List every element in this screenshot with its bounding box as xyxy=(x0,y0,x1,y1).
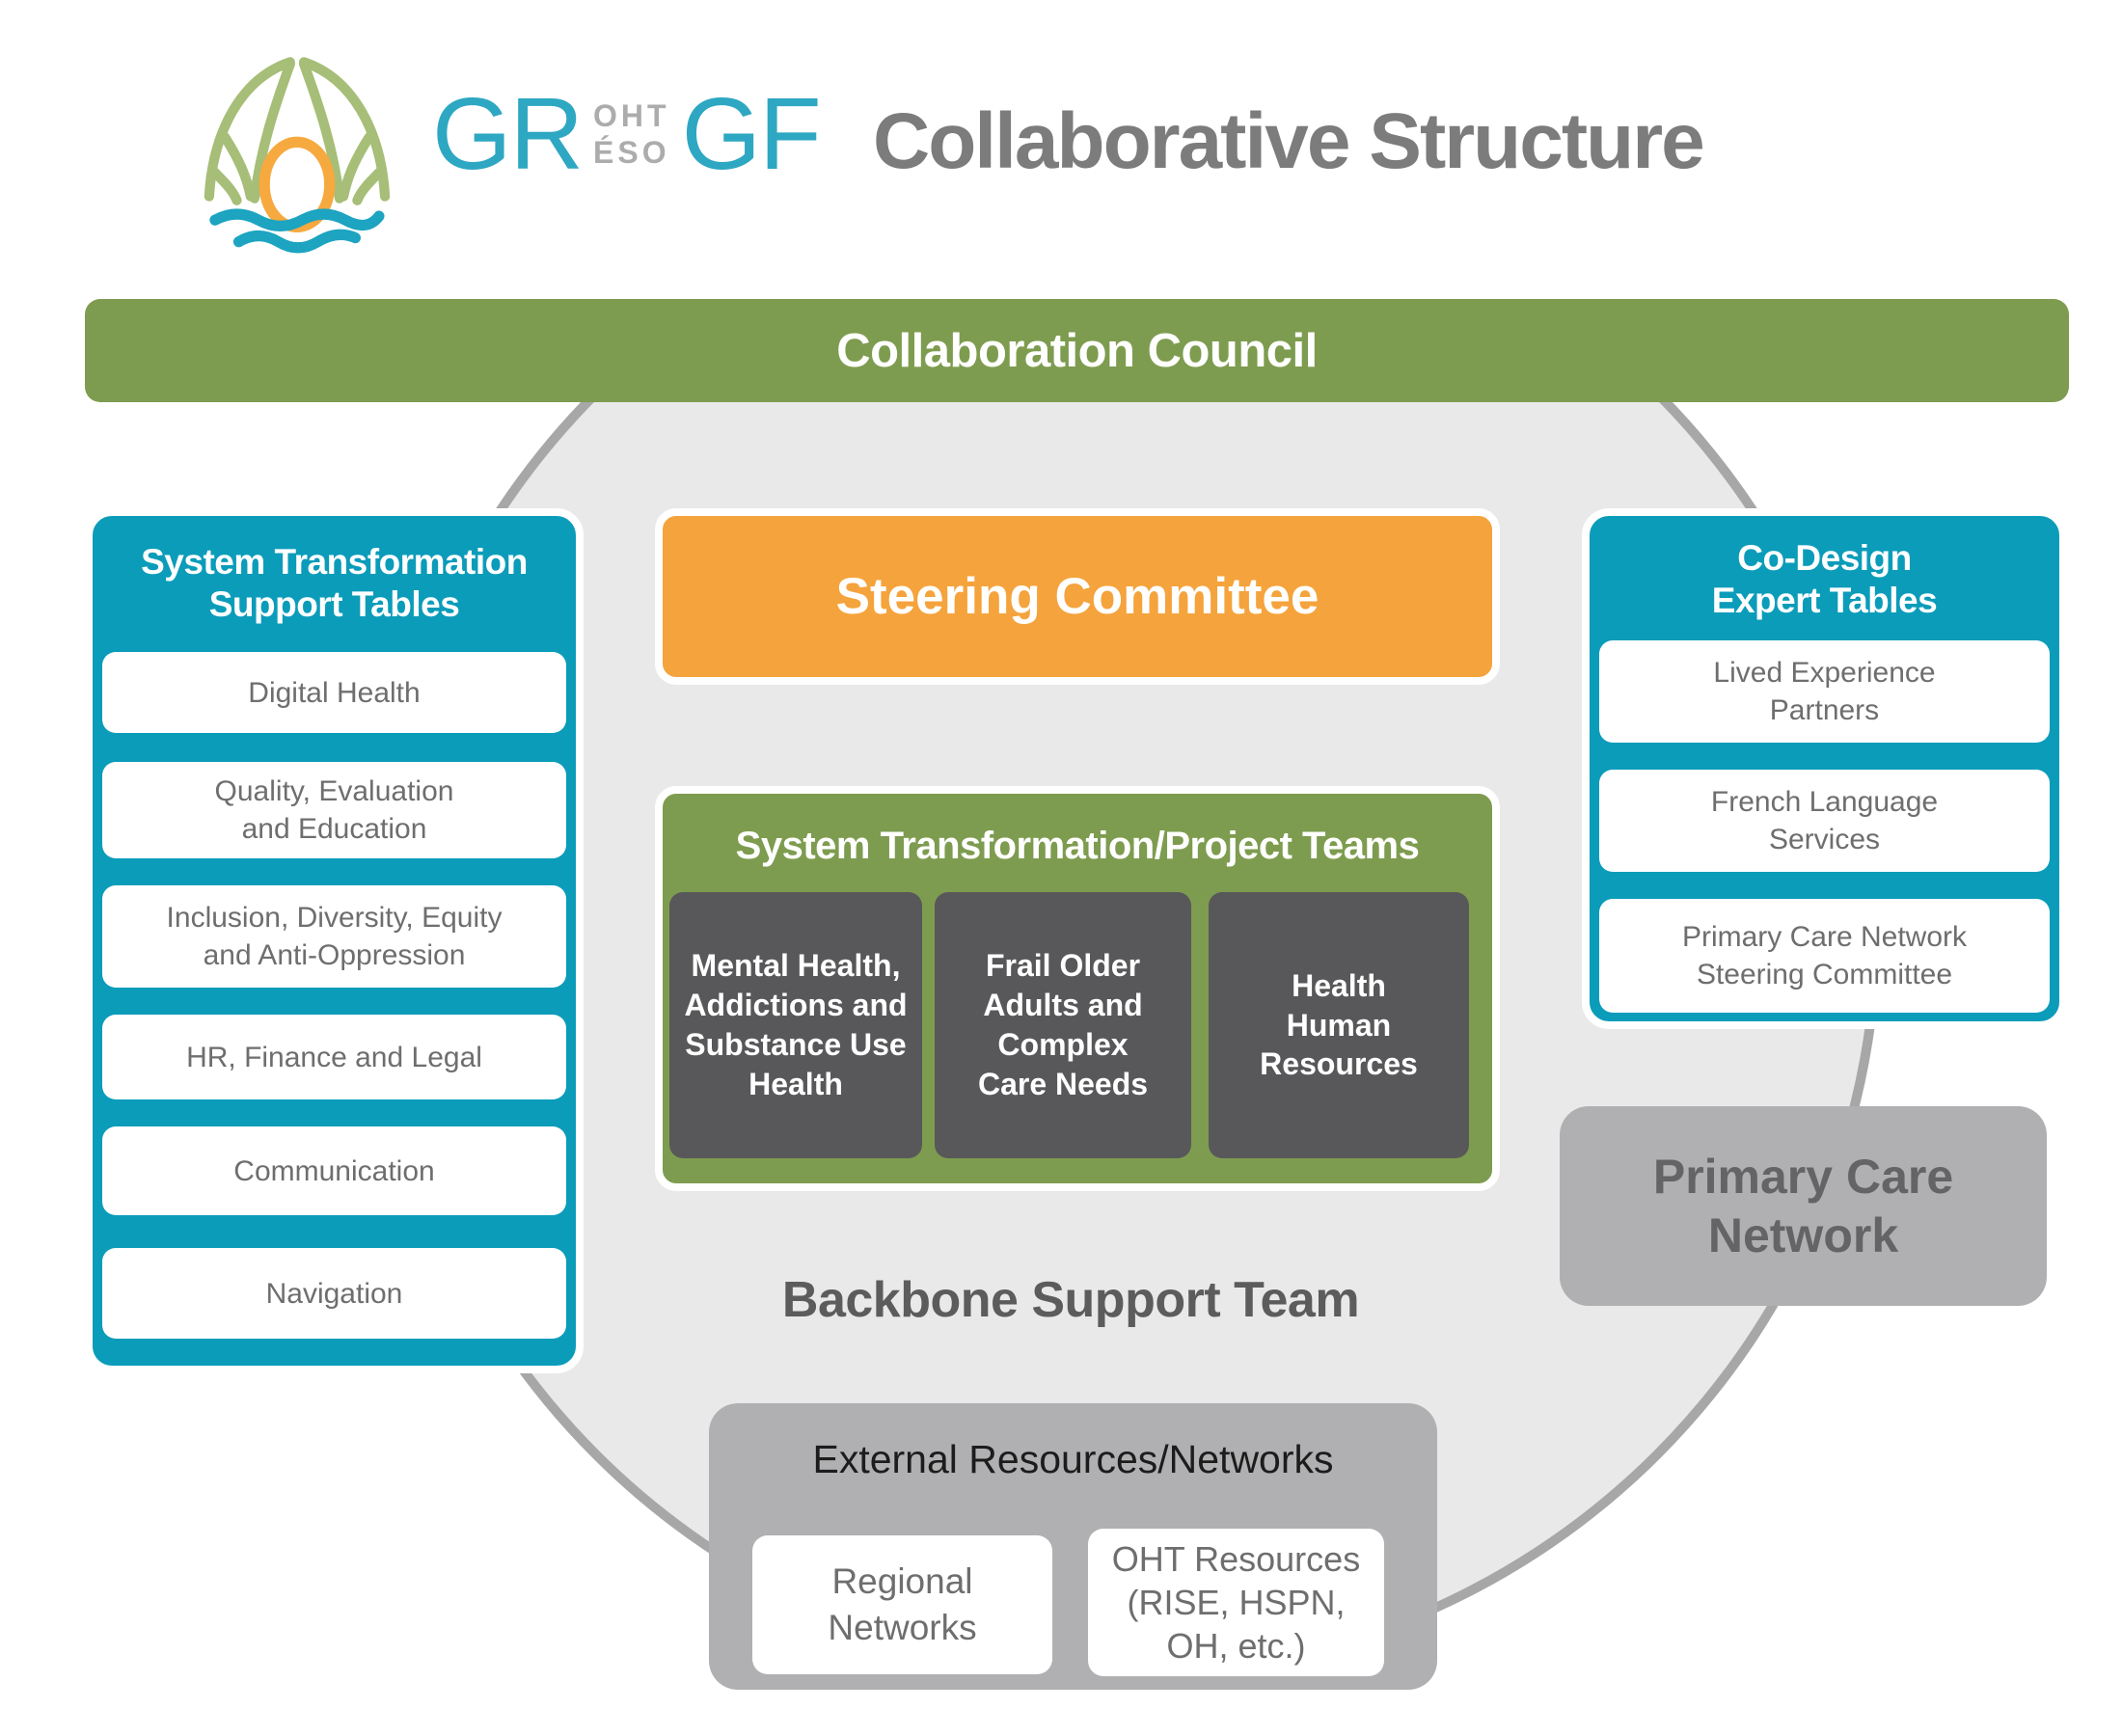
backbone-support-team-label: Backbone Support Team xyxy=(781,1272,1360,1328)
support-table-item-digital-health: Digital Health xyxy=(102,652,566,733)
logo-text-gr: GR xyxy=(432,77,584,191)
leaf-dome-waves-icon xyxy=(204,57,391,254)
expert-table-item-lived-experience-partners: Lived Experience Partners xyxy=(1599,640,2050,743)
expert-table-item-pcn-steering-committee: Primary Care Network Steering Committee xyxy=(1599,899,2050,1013)
co-design-panel-title: Co-Design Expert Tables xyxy=(1711,538,1938,621)
logo-text-gf: GF xyxy=(681,77,822,191)
project-team-card-mental-health: Mental Health, Addictions and Substance … xyxy=(669,892,922,1158)
logo-wordmark: GR OHT ÉSO GF xyxy=(432,77,822,191)
external-resource-item-regional-networks: Regional Networks xyxy=(752,1535,1052,1674)
collaboration-council-banner: Collaboration Council xyxy=(85,299,2069,402)
logo-text-eso: ÉSO xyxy=(593,134,670,170)
external-resource-item-oht-resources: OHT Resources (RISE, HSPN, OH, etc.) xyxy=(1088,1529,1384,1676)
logo-text-oht: OHT xyxy=(593,98,670,133)
logo-text-stack: OHT ÉSO xyxy=(593,98,670,172)
support-table-item-hr-finance-legal: HR, Finance and Legal xyxy=(102,1015,566,1099)
collaboration-council-label: Collaboration Council xyxy=(836,324,1318,377)
support-table-item-navigation: Navigation xyxy=(102,1248,566,1339)
support-table-item-inclusion-diversity-equity: Inclusion, Diversity, Equity and Anti-Op… xyxy=(102,885,566,988)
page-title: Collaborative Structure xyxy=(873,97,1705,185)
logo xyxy=(183,46,415,258)
support-tables-panel-title: System Transformation Support Tables xyxy=(141,542,528,625)
primary-care-network-box: Primary Care Network xyxy=(1560,1106,2047,1306)
project-teams-title: System Transformation/Project Teams xyxy=(735,825,1420,867)
external-resources-title: External Resources/Networks xyxy=(812,1437,1334,1481)
expert-table-item-french-language-services: French Language Services xyxy=(1599,770,2050,872)
project-team-card-health-human-resources: Health Human Resources xyxy=(1209,892,1469,1158)
header-background xyxy=(0,0,2122,299)
steering-committee-label: Steering Committee xyxy=(835,568,1319,625)
support-table-item-quality-evaluation-education: Quality, Evaluation and Education xyxy=(102,762,566,858)
support-table-item-communication: Communication xyxy=(102,1126,566,1215)
steering-committee-box: Steering Committee xyxy=(655,508,1500,685)
project-team-card-frail-older-adults: Frail Older Adults and Complex Care Need… xyxy=(935,892,1191,1158)
